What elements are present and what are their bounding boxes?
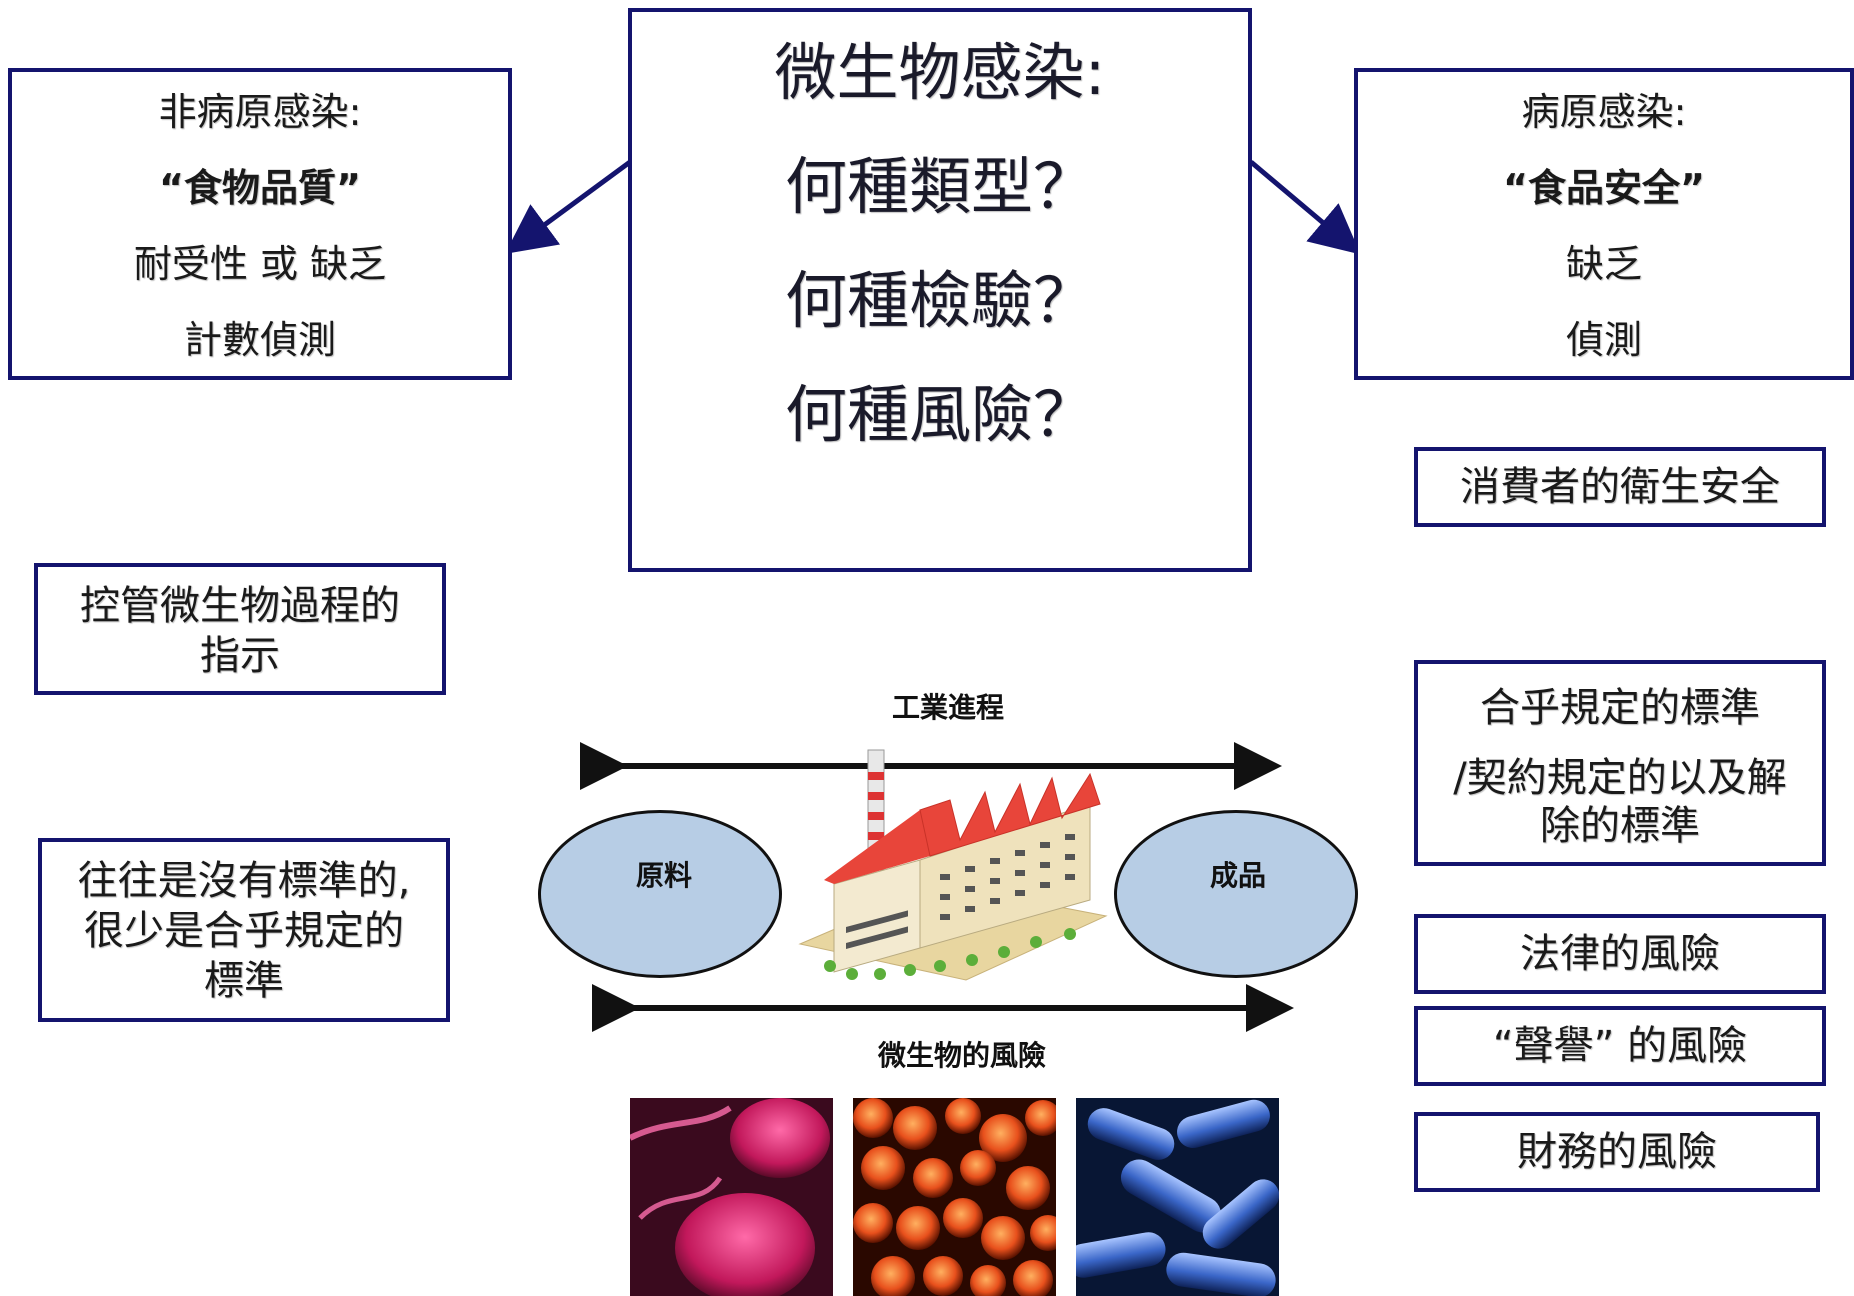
microbe-image-orange [853, 1098, 1056, 1296]
raw-material-label: 原料 [636, 859, 693, 892]
industrial-process-label: 工業進程 [891, 691, 1004, 724]
control-line-1: 控管微生物過程的 [80, 583, 400, 629]
question-type: 何種類型？ [784, 150, 1095, 223]
finished-product-oval [1114, 810, 1358, 978]
non-pathogen-title: 非病原感染: [158, 90, 362, 134]
pathogen-title: 病原感染: [1521, 90, 1687, 134]
consumer-safety-box: 消費者的衛生安全 [1414, 447, 1826, 527]
standards-line-2: /契約規定的以及解 [1453, 755, 1787, 801]
reputation-risk-label: “聲譽” 的風險 [1492, 1023, 1748, 1069]
no-standard-box: 往往是沒有標準的, 很少是合乎規定的 標準 [38, 838, 450, 1022]
question-test: 何種檢驗？ [784, 264, 1095, 337]
center-title: 微生物感染: [774, 36, 1106, 109]
standards-box: 合乎規定的標準 /契約規定的以及解 除的標準 [1414, 660, 1826, 866]
financial-risk-label: 財務的風險 [1517, 1129, 1717, 1175]
reputation-risk-box: “聲譽” 的風險 [1414, 1006, 1826, 1086]
tolerance-label: 耐受性 或 缺乏 [133, 242, 387, 286]
no-standard-line-3: 標準 [204, 958, 284, 1004]
micro-risk-label: 微生物的風險 [877, 1039, 1046, 1072]
pathogen-box: 病原感染: “食品安全” 缺乏 偵測 [1354, 68, 1854, 380]
no-standard-line-2: 很少是合乎規定的 [84, 908, 404, 954]
count-detection-label: 計數偵測 [183, 318, 336, 362]
control-indicator-box: 控管微生物過程的 指示 [34, 563, 446, 695]
center-question-box: 微生物感染: 何種類型？ 何種檢驗？ 何種風險？ [628, 8, 1252, 572]
raw-material-oval [538, 810, 782, 978]
question-risk: 何種風險？ [784, 378, 1095, 451]
detection-label: 偵測 [1565, 318, 1642, 362]
standards-line-3: 除的標準 [1540, 803, 1700, 849]
consumer-safety-label: 消費者的衛生安全 [1460, 464, 1780, 510]
no-standard-line-1: 往往是沒有標準的, [77, 858, 411, 904]
food-quality-label: “食物品質” [159, 166, 361, 210]
lack-label: 缺乏 [1565, 242, 1642, 286]
standards-line-1: 合乎規定的標準 [1480, 685, 1760, 731]
arrow-to-right-box [1249, 160, 1361, 255]
factory-illustration [798, 749, 1108, 981]
non-pathogen-box: 非病原感染: “食物品質” 耐受性 或 缺乏 計數偵測 [8, 68, 512, 380]
finished-product-label: 成品 [1210, 859, 1267, 892]
microbe-image-magenta [630, 1098, 833, 1296]
food-safety-label: “食品安全” [1503, 166, 1705, 210]
microbe-image-blue [1076, 1098, 1279, 1296]
control-line-2: 指示 [200, 633, 280, 679]
arrow-to-left-box [504, 159, 632, 254]
legal-risk-label: 法律的風險 [1520, 931, 1720, 977]
legal-risk-box: 法律的風險 [1414, 914, 1826, 994]
financial-risk-box: 財務的風險 [1414, 1112, 1820, 1192]
